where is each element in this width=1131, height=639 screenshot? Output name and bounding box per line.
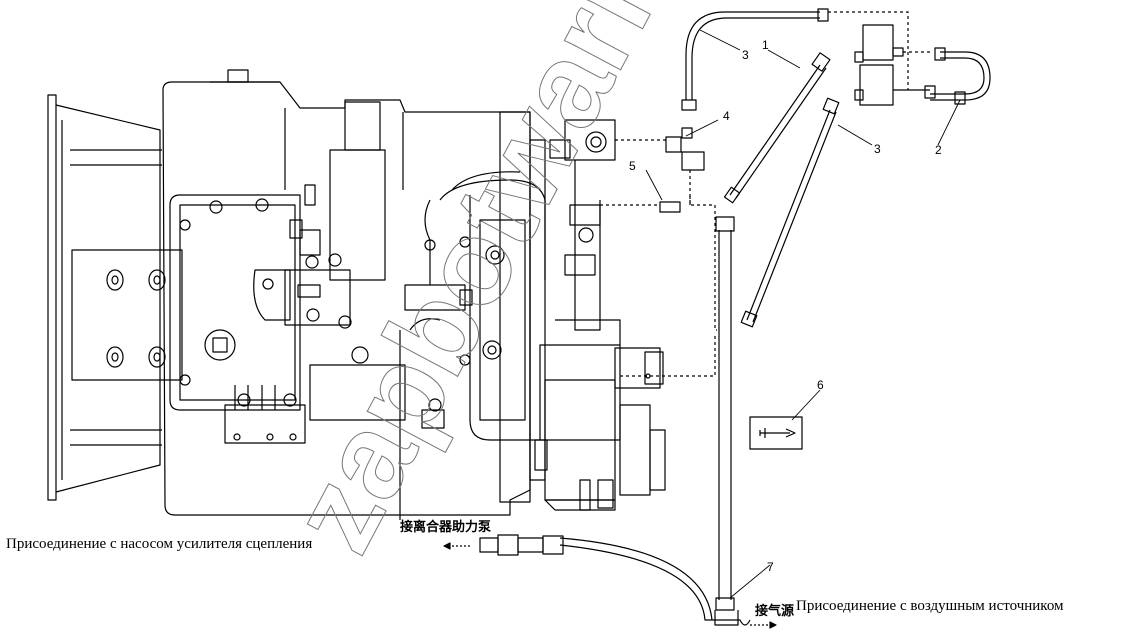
air-line-3-upper	[681, 8, 829, 111]
air-source-label-cn: 接气源	[755, 603, 795, 618]
callout-2: 2	[935, 143, 942, 157]
item-6-inset	[749, 416, 803, 450]
air-line-1	[723, 52, 831, 204]
callout-5: 5	[629, 159, 636, 173]
air-line-3-lower	[740, 97, 840, 328]
rear-housing	[499, 111, 621, 503]
valve-assembly	[854, 24, 904, 106]
shift-tower	[253, 101, 406, 421]
callout-3b: 3	[874, 142, 881, 156]
bell-housing	[71, 249, 183, 381]
callout-3a: 3	[742, 48, 749, 62]
callout-7: 7	[767, 560, 774, 574]
air-source-label-ru: Присоединение с воздушным источником	[796, 598, 1064, 614]
svg-text:zapbotwarm.ru: zapbotwarm.ru	[265, 0, 784, 572]
watermark: zapbotwarm.ru	[264, 0, 784, 573]
side-cover	[169, 194, 301, 411]
callout-4: 4	[723, 109, 730, 123]
tee-fitting-4	[665, 127, 705, 171]
transmission-case	[162, 69, 531, 516]
dashed-routes	[600, 11, 930, 377]
clutch-pump-label-ru: Присоединение с насосом усилителя сцепле…	[6, 536, 313, 552]
flywheel-housing	[47, 94, 162, 501]
callout-1: 1	[762, 38, 769, 52]
callout-6: 6	[817, 378, 824, 392]
leader-lines	[645, 29, 961, 599]
callout-numbers: 1 2 3 3 4 5 6 7	[629, 38, 942, 574]
air-line-7	[559, 216, 751, 626]
valve-block	[399, 171, 546, 520]
fitting-5	[659, 201, 681, 213]
output-unit	[534, 344, 666, 511]
air-outlet-arrow	[750, 621, 777, 629]
clutch-connector	[443, 534, 564, 556]
air-line-2	[893, 47, 991, 105]
clutch-pump-label-cn: 接离合器助力泵	[400, 519, 492, 534]
